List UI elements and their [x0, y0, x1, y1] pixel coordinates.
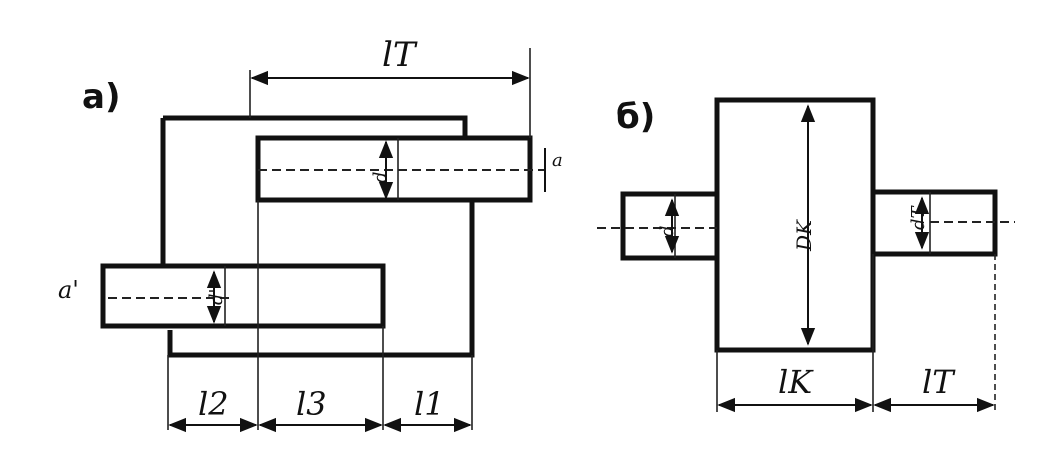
dim-lt-label: lT — [922, 363, 956, 401]
upper-diameter-label: d — [370, 171, 391, 183]
view-b: б) DK d dT lK lT — [597, 97, 1015, 413]
view-a: a) d a d' a' lT l2 l3 l1 — [58, 35, 563, 433]
view-a-label: a) — [82, 77, 120, 117]
housing-a-outline — [160, 115, 475, 358]
top-dimension-label: lT — [382, 35, 418, 75]
lower-axis-label: a' — [58, 276, 79, 304]
lower-diameter-label: d' — [206, 289, 227, 305]
upper-axis-label: a — [552, 150, 563, 171]
left-shaft — [620, 191, 720, 261]
right-shaft-label: dT — [908, 204, 929, 230]
dim-l2-label: l2 — [198, 385, 229, 423]
view-b-label: б) — [616, 97, 655, 137]
body-diameter-label: DK — [792, 219, 816, 252]
dim-l3-label: l3 — [296, 385, 327, 423]
dim-lk-label: lK — [778, 363, 814, 401]
dim-l1-label: l1 — [414, 385, 445, 423]
left-shaft-label: d — [657, 225, 678, 237]
lower-cylinder — [100, 263, 386, 329]
